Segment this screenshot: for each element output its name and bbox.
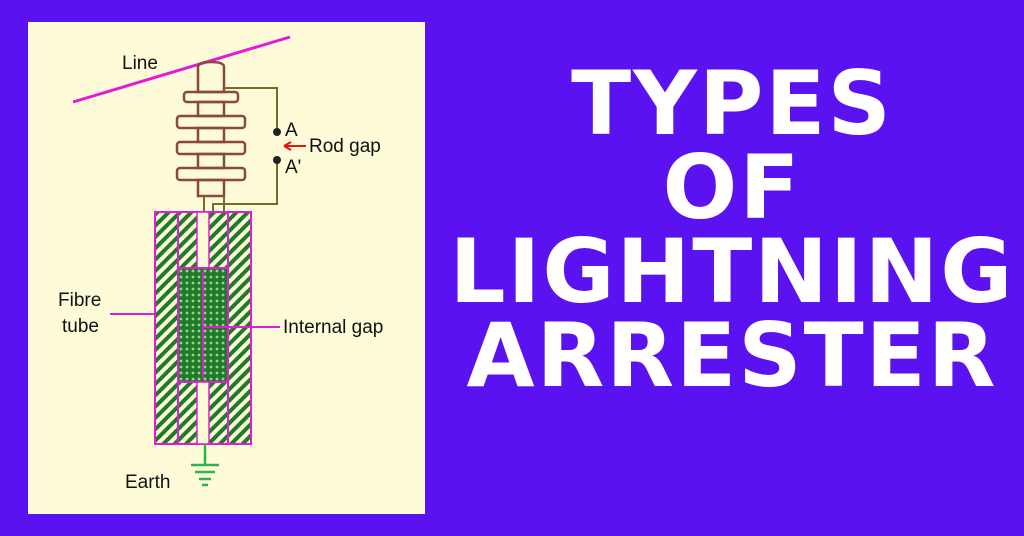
electrode-a bbox=[273, 128, 281, 136]
title-line-1: TYPES bbox=[571, 52, 893, 155]
label-electrode-a: A bbox=[285, 120, 298, 141]
label-line: Line bbox=[122, 53, 158, 74]
insulator bbox=[175, 60, 247, 198]
title-line-2: OF bbox=[662, 136, 802, 239]
label-electrode-a-prime: A' bbox=[285, 157, 301, 178]
rod-gap-arrow bbox=[283, 141, 306, 151]
label-fibre: Fibre bbox=[58, 290, 101, 311]
label-tube: tube bbox=[62, 316, 99, 337]
title-block: TYPES OF LIGHTNING ARRESTER bbox=[440, 52, 1024, 407]
earth-symbol bbox=[191, 444, 219, 487]
title-line-4: ARRESTER bbox=[466, 304, 998, 407]
diagram-panel: Line A Rod gap A' Fibre tube Internal ga… bbox=[28, 22, 425, 514]
lightning-arrester-diagram: Line A Rod gap A' Fibre tube Internal ga… bbox=[58, 35, 383, 493]
label-earth: Earth bbox=[125, 472, 170, 493]
rod-gap-wiring bbox=[203, 87, 278, 212]
label-internal-gap: Internal gap bbox=[283, 317, 383, 338]
line-conductor bbox=[72, 35, 291, 104]
title-line-3: LIGHTNING bbox=[449, 220, 1015, 323]
label-rod-gap: Rod gap bbox=[309, 136, 381, 157]
electrode-a-prime bbox=[273, 156, 281, 164]
